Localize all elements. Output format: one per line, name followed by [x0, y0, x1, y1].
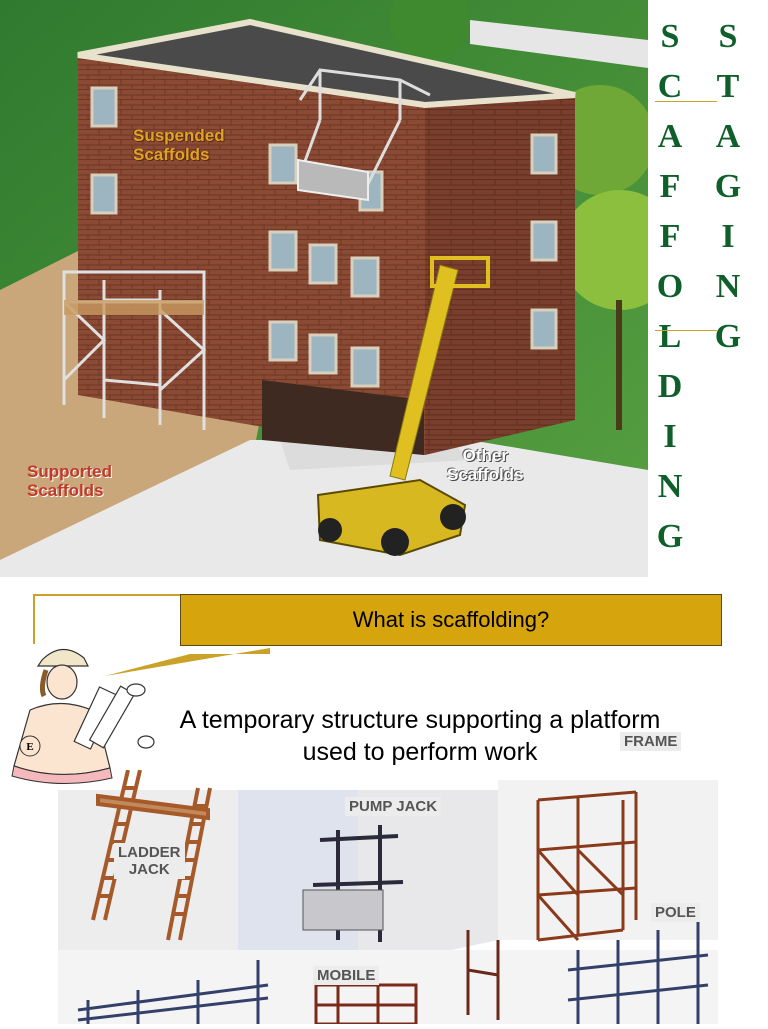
suspended-scaffolds-label: Suspended Scaffolds [133, 126, 225, 164]
engineer-clipart: E [11, 648, 270, 785]
frame-scaffold-drawing [536, 790, 638, 942]
definition-text: A temporary structure supporting a platf… [179, 706, 661, 766]
question-text: What is scaffolding? [352, 607, 550, 632]
scaffold-type-mobile-label: MOBILE [313, 966, 380, 985]
supported-scaffolds-label: Supported Scaffolds [27, 462, 112, 500]
banner-accent-line [33, 594, 181, 596]
vertical-letter: I [663, 418, 677, 455]
vertical-letter: A [715, 118, 741, 155]
question-banner: What is scaffolding? [180, 594, 722, 646]
hard-hat-icon [36, 648, 89, 667]
scaffold-types-illustration: Suspended Scaffolds Supported Scaffolds … [0, 0, 648, 577]
scaffold-types-drawing [58, 769, 718, 1026]
building-scene [0, 0, 648, 577]
ladder-jack-drawing [91, 769, 212, 941]
vertical-letter: I [721, 218, 735, 255]
vertical-letter: N [715, 268, 741, 305]
vertical-letter: F [659, 218, 681, 255]
vertical-letter: C [657, 68, 683, 105]
vertical-letter: T [716, 68, 740, 105]
vertical-letter: G [714, 168, 742, 205]
other-scaffolds-label: Other Scaffolds [447, 446, 524, 484]
badge-icon [19, 735, 41, 757]
badge-letter: E [26, 741, 33, 753]
callout-pointer [105, 648, 270, 676]
vertical-letter: D [657, 368, 683, 405]
scaffold-type-pole-label: POLE [651, 903, 700, 922]
vertical-letter: G [656, 518, 684, 555]
divider-rule [655, 101, 717, 102]
vertical-letter: N [657, 468, 683, 505]
vertical-letter: S [660, 18, 680, 55]
vertical-letter: G [714, 318, 742, 355]
vertical-letter: F [659, 168, 681, 205]
scaffold-type-frame-label: FRAME [620, 732, 682, 751]
scaffold-types-collage: FRAME PUMP JACK LADDER JACK POLE MOBILE [58, 732, 718, 1026]
divider-rule [655, 330, 717, 331]
scaffold-type-pump-jack-label: PUMP JACK [345, 797, 442, 816]
scaffold-type-ladder-jack-label: LADDER JACK [114, 843, 185, 879]
vertical-letter: O [656, 268, 684, 305]
vertical-letter: S [718, 18, 738, 55]
pole-scaffold-drawing [567, 920, 709, 1024]
vertical-letter: L [658, 318, 682, 355]
vertical-word-scaffolding: S C A F F O L D I N G [650, 12, 690, 562]
blueprint-rolls-icon [73, 683, 155, 750]
banner-accent-line [33, 594, 35, 644]
vertical-word-staging: S T A G I N G [708, 12, 748, 362]
vertical-letter: A [657, 118, 683, 155]
